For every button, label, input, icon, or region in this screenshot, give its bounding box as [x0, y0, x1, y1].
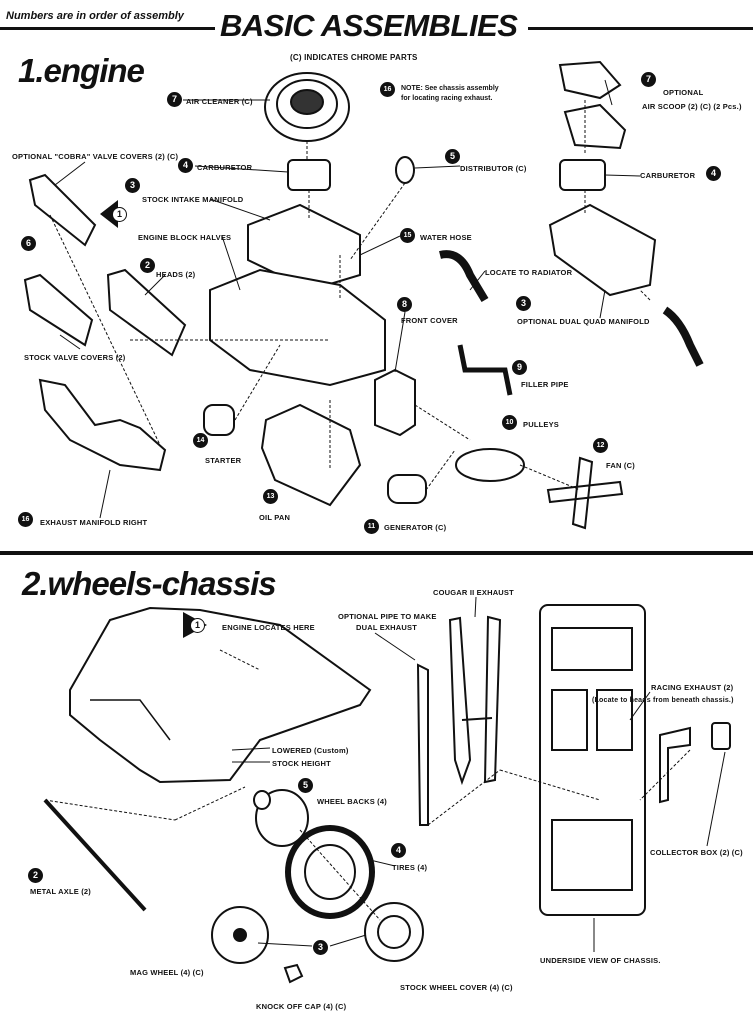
chassis-body-part — [69, 606, 372, 784]
section-divider — [0, 551, 753, 555]
step-number-12: 12 — [593, 438, 608, 453]
step-number-7-scoop: 7 — [641, 72, 656, 87]
label-dual-quad: OPTIONAL DUAL QUAD MANIFOLD — [517, 317, 650, 326]
air-scoop-part — [558, 60, 622, 100]
cougar-exhaust-part — [448, 615, 502, 786]
engine-note: NOTE: See chassis assembly for locating … — [401, 84, 499, 104]
step-number-3: 3 — [125, 178, 140, 193]
arrow-step-1 — [100, 200, 118, 228]
chrome-legend: (C) INDICATES CHROME PARTS — [290, 53, 418, 62]
step-number-2: 2 — [140, 258, 155, 273]
engine-note-line2: for locating racing exhaust. — [401, 95, 493, 102]
dual-quad-manifold-part — [548, 203, 657, 297]
fan-part — [546, 456, 624, 530]
step-number-9: 9 — [512, 360, 527, 375]
label-optional: OPTIONAL — [663, 88, 704, 97]
label-knock-off-cap: KNOCK OFF CAP (4) (C) — [256, 1002, 347, 1011]
label-heads: HEADS (2) — [156, 270, 196, 279]
label-air-scoop: AIR SCOOP (2) (C) (2 Pcs.) — [642, 102, 742, 111]
step-number-1-chassis: 1 — [190, 618, 205, 633]
step-number-6: 6 — [21, 236, 36, 251]
step-number-8: 8 — [397, 297, 412, 312]
label-metal-axle: METAL AXLE (2) — [30, 887, 91, 896]
step-number-15: 15 — [400, 228, 415, 243]
label-carburetor: CARBURETOR — [197, 163, 253, 172]
optional-pipe-part — [416, 663, 429, 826]
wheels-heading: 2.wheels-chassis — [22, 565, 277, 602]
label-fan: FAN (C) — [606, 461, 635, 470]
label-engine-block: ENGINE BLOCK HALVES — [138, 233, 232, 242]
step-number-13: 13 — [263, 489, 278, 504]
step-number-4-right: 4 — [706, 166, 721, 181]
label-stock-intake: STOCK INTAKE MANIFOLD — [142, 195, 244, 204]
label-racing-note: (Locate to heads from beneath chassis.) — [592, 697, 734, 704]
header-note: Numbers are in order of assembly — [6, 10, 184, 22]
label-exhaust-manifold: EXHAUST MANIFOLD RIGHT — [40, 518, 148, 527]
stock-valve-cover-part — [23, 273, 94, 347]
label-mag-wheel: MAG WHEEL (4) (C) — [130, 968, 204, 977]
label-cobra-covers: OPTIONAL "COBRA" VALVE COVERS (2) (C) — [12, 152, 179, 161]
label-underside: UNDERSIDE VIEW OF CHASSIS. — [540, 956, 661, 965]
generator-part — [387, 474, 427, 504]
water-hose-part — [439, 250, 489, 303]
page-title: BASIC ASSEMBLIES — [220, 8, 518, 43]
label-oil-pan: OIL PAN — [259, 513, 291, 522]
label-starter: STARTER — [205, 456, 242, 465]
label-stock-height: STOCK HEIGHT — [272, 759, 331, 768]
step-number-16-note: 16 — [380, 82, 395, 97]
label-filler-pipe: FILLER PIPE — [521, 380, 569, 389]
starter-part — [203, 404, 235, 436]
label-lowered: LOWERED (Custom) — [272, 746, 349, 755]
header-rule-right — [528, 27, 753, 30]
label-stock-valve-covers: STOCK VALVE COVERS (2) — [24, 353, 126, 362]
knock-off-cap-part — [283, 963, 304, 984]
label-pulleys: PULLEYS — [523, 420, 559, 429]
oil-pan-part — [260, 403, 362, 507]
label-engine-locates: ENGINE LOCATES HERE — [222, 623, 315, 632]
label-optional-pipe-2: DUAL EXHAUST — [356, 623, 418, 632]
step-number-5-chassis: 5 — [298, 778, 313, 793]
label-air-cleaner: AIR CLEANER (C) — [186, 97, 253, 106]
label-collector-box: COLLECTOR BOX (2) (C) — [650, 848, 743, 857]
label-generator: GENERATOR (C) — [384, 523, 447, 532]
cobra-valve-cover-part — [28, 173, 97, 247]
label-optional-pipe-1: OPTIONAL PIPE TO MAKE — [338, 612, 437, 621]
head-part — [106, 268, 187, 357]
step-number-2-chassis: 2 — [28, 868, 43, 883]
engine-block-part — [209, 268, 386, 387]
header-rule-left — [0, 27, 215, 30]
filler-pipe-part — [457, 344, 513, 396]
step-number-7: 7 — [167, 92, 182, 107]
step-number-4-chassis: 4 — [391, 843, 406, 858]
step-number-16: 16 — [18, 512, 33, 527]
metal-axle-part — [43, 798, 147, 912]
racing-exhaust-part — [659, 726, 691, 804]
exhaust-manifold-part — [38, 378, 167, 472]
label-carburetor-right: CARBURETOR — [640, 171, 696, 180]
label-front-cover: FRONT COVER — [401, 316, 458, 325]
step-number-4: 4 — [178, 158, 193, 173]
label-stock-wheel-cover: STOCK WHEEL COVER (4) (C) — [400, 983, 513, 992]
intake-manifold-part — [247, 203, 361, 292]
label-locate-radiator: LOCATE TO RADIATOR — [485, 268, 573, 277]
label-tires: TIRES (4) — [392, 863, 428, 872]
step-number-11: 11 — [364, 519, 379, 534]
engine-note-line1: NOTE: See chassis assembly — [401, 85, 499, 92]
label-racing-exhaust: RACING EXHAUST (2) — [651, 683, 734, 692]
step-number-5: 5 — [445, 149, 460, 164]
label-distributor: DISTRIBUTOR (C) — [460, 164, 527, 173]
step-number-1: 1 — [112, 207, 127, 222]
step-number-3-right: 3 — [516, 296, 531, 311]
pulleys-part — [455, 448, 525, 482]
step-number-10: 10 — [502, 415, 517, 430]
step-number-14: 14 — [193, 433, 208, 448]
engine-heading: 1.engine — [18, 52, 145, 89]
step-number-3-chassis: 3 — [313, 940, 328, 955]
label-water-hose: WATER HOSE — [420, 233, 472, 242]
label-cougar-exhaust: COUGAR II EXHAUST — [433, 588, 514, 597]
label-wheel-backs: WHEEL BACKS (4) — [317, 797, 387, 806]
